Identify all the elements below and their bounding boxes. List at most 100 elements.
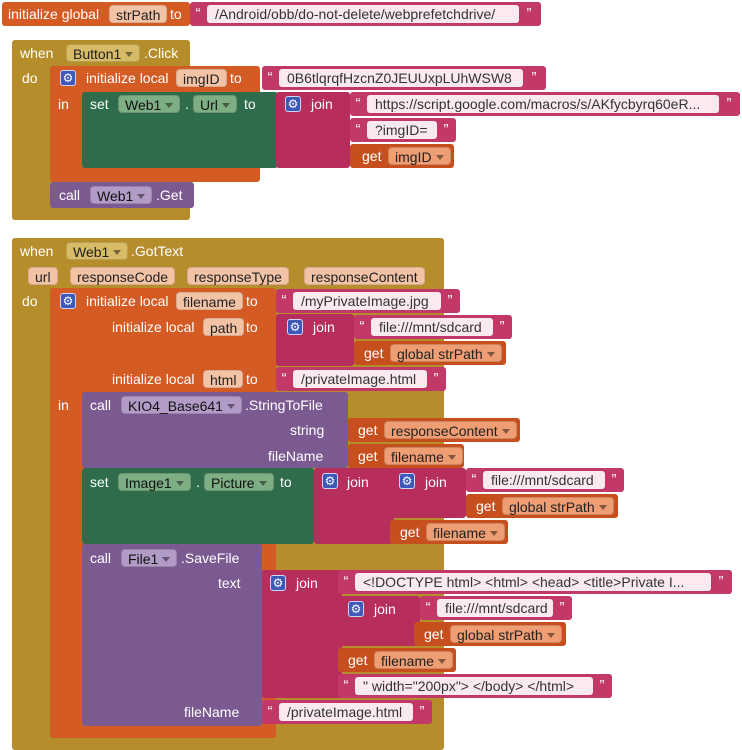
- click-event-label: .Click: [144, 45, 179, 61]
- get-global-strpath-block[interactable]: get global strPath: [414, 622, 566, 646]
- local-filename-name[interactable]: filename: [176, 292, 243, 310]
- button1-click-bottom: [12, 204, 30, 220]
- stringtofile-method-label: .StringToFile: [245, 397, 323, 413]
- web1-component-dropdown[interactable]: Web1: [66, 242, 129, 260]
- get-filename-block[interactable]: get filename: [348, 444, 464, 468]
- file1-component-dropdown[interactable]: File1: [121, 549, 178, 567]
- picture-property-dropdown[interactable]: Picture: [204, 473, 274, 491]
- get-global-strpath-block[interactable]: get global strPath: [466, 494, 618, 518]
- html-part1-string-block[interactable]: “ <!DOCTYPE html> <html> <head> <title>P…: [338, 570, 732, 594]
- url-part1-string-block[interactable]: “ https://script.google.com/macros/s/AKf…: [350, 92, 740, 116]
- param-responsetype[interactable]: responseType: [187, 267, 289, 285]
- close-quote: ”: [531, 69, 537, 86]
- get-filename-block[interactable]: get filename: [338, 648, 456, 672]
- join-label: join: [347, 474, 369, 490]
- join-gear-icon[interactable]: ⚙: [399, 473, 415, 489]
- to-label: to: [280, 474, 292, 490]
- path-part1-value[interactable]: file:///mnt/sdcard: [371, 318, 493, 336]
- in-label: in: [58, 397, 69, 413]
- param-responsecode[interactable]: responseCode: [70, 267, 176, 285]
- get-global-strpath-dropdown[interactable]: global strPath: [502, 497, 614, 515]
- html-path-value[interactable]: file:///mnt/sdcard: [437, 599, 553, 617]
- url-part2-value[interactable]: ?imgID=: [367, 121, 437, 139]
- param-responsecontent[interactable]: responseContent: [304, 267, 425, 285]
- get-filename-dropdown[interactable]: filename: [384, 447, 463, 465]
- url-property-dropdown[interactable]: Url: [193, 95, 237, 113]
- text-arg-label: text: [218, 575, 241, 591]
- image-path-value[interactable]: file:///mnt/sdcard: [483, 471, 605, 489]
- local-html-name[interactable]: html: [203, 370, 244, 388]
- join-gear-icon[interactable]: ⚙: [287, 319, 303, 335]
- open-quote: “: [359, 318, 365, 335]
- join-html-outer-block[interactable]: [262, 570, 342, 698]
- join-gear-icon[interactable]: ⚙: [270, 575, 286, 591]
- save-filename-string-block[interactable]: “ /privateImage.html ”: [262, 700, 432, 724]
- filename-string-value[interactable]: /myPrivateImage.jpg: [293, 292, 441, 310]
- mutator-gear-icon[interactable]: ⚙: [60, 293, 76, 309]
- global-var-name[interactable]: strPath: [109, 5, 168, 23]
- imgid-string-value[interactable]: 0B6tlqrqfHzcnZ0JEUUxpLUhWSW8: [279, 69, 523, 87]
- image1-component-dropdown[interactable]: Image1: [118, 473, 191, 491]
- html-part3-value[interactable]: " width="200px"> </body> </html>: [355, 677, 593, 695]
- get-filename-block[interactable]: get filename: [390, 520, 508, 544]
- init-local-label: initialize local: [86, 293, 169, 309]
- get-responsecontent-dropdown[interactable]: responseContent: [384, 421, 517, 439]
- global-init-block[interactable]: initialize global strPath to: [2, 2, 190, 26]
- filename-string-block[interactable]: “ /myPrivateImage.jpg ”: [276, 289, 460, 313]
- get-label: get: [348, 652, 368, 668]
- get-label: get: [400, 524, 420, 540]
- path-part1-string-block[interactable]: “ file:///mnt/sdcard ”: [354, 315, 512, 339]
- html-part3-string-block[interactable]: “ " width="200px"> </body> </html> ”: [338, 674, 612, 698]
- join-gear-icon[interactable]: ⚙: [322, 473, 338, 489]
- call-label: call: [90, 397, 112, 413]
- get-responsecontent-block[interactable]: get responseContent: [348, 418, 520, 442]
- param-url[interactable]: url: [28, 267, 58, 285]
- button1-component-dropdown[interactable]: Button1: [66, 44, 141, 62]
- init-local-label: initialize local: [112, 319, 195, 335]
- global-init-value[interactable]: /Android/obb/do-not-delete/webprefetchdr…: [207, 5, 519, 23]
- get-filename-dropdown[interactable]: filename: [374, 651, 453, 669]
- url-part1-value[interactable]: https://script.google.com/macros/s/AKfyc…: [367, 95, 719, 113]
- get-imgid-block[interactable]: get imgID: [350, 144, 454, 168]
- base64-component-dropdown[interactable]: KIO4_Base641: [121, 396, 242, 414]
- open-quote: “: [267, 703, 273, 720]
- get-label: get: [358, 422, 378, 438]
- get-filename-dropdown[interactable]: filename: [426, 523, 505, 541]
- url-part2-string-block[interactable]: “ ?imgID= ”: [350, 118, 456, 142]
- call-web1-component-dropdown[interactable]: Web1: [90, 186, 153, 204]
- call-web1-get-block[interactable]: call Web1 .Get: [50, 182, 194, 208]
- html-path-string-block[interactable]: “ file:///mnt/sdcard ”: [420, 596, 572, 620]
- close-quote: ”: [433, 370, 439, 387]
- open-quote: “: [195, 5, 201, 22]
- imgid-string-block[interactable]: “ 0B6tlqrqfHzcnZ0JEUUxpLUhWSW8 ”: [262, 66, 546, 90]
- get-imgid-dropdown[interactable]: imgID: [388, 147, 451, 165]
- call-savefile-block[interactable]: [82, 544, 262, 726]
- call-label: call: [59, 187, 81, 203]
- join-gear-icon[interactable]: ⚙: [348, 601, 364, 617]
- join-gear-icon[interactable]: ⚙: [285, 96, 301, 112]
- local-path-name[interactable]: path: [203, 318, 245, 336]
- get-global-strpath-block[interactable]: get global strPath: [354, 341, 506, 365]
- get-global-strpath-dropdown[interactable]: global strPath: [450, 625, 562, 643]
- global-init-string-block[interactable]: “ /Android/obb/do-not-delete/webprefetch…: [190, 2, 541, 26]
- html-part1-value[interactable]: <!DOCTYPE html> <html> <head> <title>Pri…: [355, 573, 711, 591]
- open-quote: “: [343, 677, 349, 694]
- html-name-string-value[interactable]: /privateImage.html: [293, 370, 427, 388]
- gottext-event-label: .GotText: [131, 243, 184, 259]
- filename-arg-label: fileName: [268, 448, 324, 464]
- mutator-gear-icon[interactable]: ⚙: [60, 70, 76, 86]
- join-label: join: [425, 474, 447, 490]
- get-global-strpath-dropdown[interactable]: global strPath: [390, 344, 502, 362]
- set-label: set: [90, 474, 109, 490]
- global-to-label: to: [170, 6, 182, 22]
- to-label: to: [230, 70, 242, 86]
- open-quote: “: [281, 370, 287, 387]
- save-filename-value[interactable]: /privateImage.html: [279, 703, 413, 721]
- close-quote: ”: [447, 292, 453, 309]
- image-path-string-block[interactable]: “ file:///mnt/sdcard ”: [466, 468, 624, 492]
- html-name-string-block[interactable]: “ /privateImage.html ”: [276, 367, 446, 391]
- set-web1-component-dropdown[interactable]: Web1: [118, 95, 181, 113]
- dot-separator: .: [185, 96, 189, 112]
- get-label: get: [358, 448, 378, 464]
- local-imgid-name[interactable]: imgID: [176, 69, 227, 87]
